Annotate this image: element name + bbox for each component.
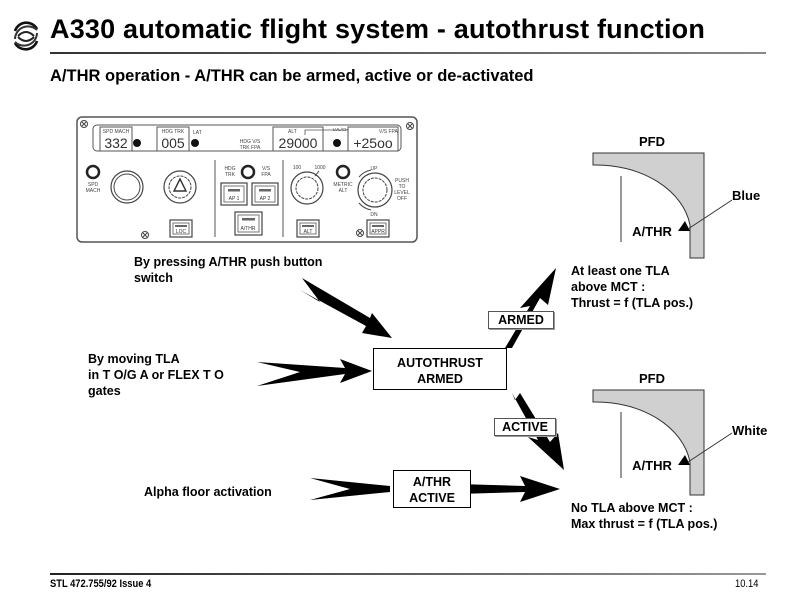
level-label: LEVEL bbox=[394, 190, 410, 196]
arrow-armed-branch bbox=[505, 268, 556, 348]
vs-dn-label: DN bbox=[370, 212, 378, 218]
vs-selector-knob[interactable] bbox=[357, 169, 393, 211]
push-label: PUSH bbox=[395, 178, 409, 184]
mach-label: MACH bbox=[86, 188, 101, 194]
alt-scale-1000: 1000 bbox=[314, 165, 325, 171]
active-result-text: No TLA above MCT : Max thrust = f (TLA p… bbox=[571, 501, 718, 531]
lvl-ch-label: LVL/CH bbox=[333, 127, 348, 132]
spd-mach-label: SPD MACH bbox=[103, 129, 130, 135]
speed-selector-knob[interactable] bbox=[110, 170, 144, 204]
arrow-athr-active-out bbox=[458, 476, 560, 502]
spd-label: SPD bbox=[88, 182, 99, 188]
hdg-trk-value: 005 bbox=[161, 135, 185, 151]
pfd-active-title: PFD bbox=[639, 371, 665, 386]
athr-pushbutton[interactable] bbox=[234, 211, 263, 236]
off-label: OFF bbox=[397, 196, 407, 202]
vs-fpa-value: +25oo bbox=[353, 135, 393, 151]
document-reference: STL 472.755/92 Issue 4 bbox=[50, 578, 152, 590]
alt-value: 29000 bbox=[279, 135, 318, 151]
athr-label: A/THR bbox=[241, 226, 256, 232]
input-pushbutton-text: By pressing A/THR push button switch bbox=[134, 255, 323, 285]
page-title: A330 automatic flight system - autothrus… bbox=[50, 14, 706, 44]
alt-scale-100: 100 bbox=[293, 165, 302, 171]
spd-managed-dot bbox=[133, 139, 141, 147]
hdg-trk-label: HDG TRK bbox=[162, 129, 185, 135]
appr-label: APPR bbox=[371, 229, 385, 235]
input-alpha-floor-text: Alpha floor activation bbox=[144, 485, 272, 499]
loc-label: LOC bbox=[176, 229, 187, 235]
trk-fpa-label: TRK FPA bbox=[240, 145, 261, 151]
vs-label: V/S bbox=[262, 166, 271, 172]
spd-mach-pushbutton[interactable] bbox=[85, 164, 101, 180]
pfd-active-indicator: A/THR bbox=[632, 458, 672, 473]
fpa-label: FPA bbox=[261, 172, 271, 178]
vs-fpa-label: V/S FPA bbox=[379, 129, 398, 135]
screw-icon bbox=[356, 229, 364, 237]
alt-managed-dot bbox=[333, 139, 341, 147]
alt-pushbutton[interactable] bbox=[296, 219, 320, 238]
altitude-selector-knob[interactable] bbox=[290, 170, 324, 205]
pfd-armed-color-label: Blue bbox=[732, 188, 760, 203]
heading-selector-knob[interactable] bbox=[163, 170, 197, 204]
armed-tag: ARMED bbox=[488, 311, 554, 329]
alt-label: ALT bbox=[288, 129, 297, 135]
hdg-vs-label: HDG V/S bbox=[240, 139, 261, 145]
pfd-active-color-label: White bbox=[732, 423, 767, 438]
logo-icon bbox=[11, 21, 41, 51]
arrow-pushbutton bbox=[300, 278, 392, 338]
athr-active-box: A/THR ACTIVE bbox=[393, 470, 471, 508]
spd-mach-value: 332 bbox=[104, 135, 128, 151]
input-tla-text: By moving TLA in T O/G A or FLEX T O gat… bbox=[88, 352, 224, 398]
footer-divider bbox=[50, 573, 766, 575]
pfd-armed-title: PFD bbox=[639, 134, 665, 149]
pfd-armed-diagram: PFD A/THR Blue bbox=[592, 134, 760, 259]
ap2-pushbutton[interactable] bbox=[251, 182, 279, 206]
page-number: 10.14 bbox=[735, 578, 759, 590]
pfd-armed-indicator: A/THR bbox=[632, 224, 672, 239]
ap2-label: AP 2 bbox=[260, 196, 271, 202]
vs-up-label: UP bbox=[371, 166, 379, 172]
alt-button-label: ALT bbox=[304, 229, 313, 235]
page-subtitle: A/THR operation - A/THR can be armed, ac… bbox=[50, 67, 534, 85]
screw-icon bbox=[406, 122, 414, 130]
ap1-pushbutton[interactable] bbox=[220, 182, 248, 206]
title-divider bbox=[50, 52, 766, 54]
fcu-panel: SPD MACH 332 HDG TRK 005 LAT HDG V/S TRK… bbox=[76, 116, 418, 243]
pfd-active-diagram: PFD A/THR White bbox=[592, 371, 767, 496]
lat-label: LAT bbox=[193, 130, 202, 136]
metric-alt-pushbutton[interactable] bbox=[335, 164, 351, 180]
autothrust-armed-box: AUTOTHRUST ARMED bbox=[373, 348, 507, 390]
arrow-tla bbox=[257, 359, 372, 386]
metric-alt-label: ALT bbox=[339, 188, 348, 194]
ap1-label: AP 1 bbox=[229, 196, 240, 202]
appr-pushbutton[interactable] bbox=[366, 219, 390, 238]
indicator-pointer-icon bbox=[678, 455, 690, 465]
metric-label: METRIC bbox=[333, 182, 353, 188]
arrow-alpha-floor bbox=[310, 478, 390, 500]
hdg-label: HDG bbox=[224, 166, 235, 172]
screw-icon bbox=[80, 120, 88, 128]
to-label: TO bbox=[399, 184, 406, 190]
trk-label: TRK bbox=[225, 172, 236, 178]
hdg-trk-vs-fpa-pushbutton[interactable] bbox=[240, 164, 256, 180]
loc-pushbutton[interactable] bbox=[169, 219, 193, 238]
armed-result-text: At least one TLA above MCT : Thrust = f … bbox=[571, 264, 694, 310]
indicator-pointer-icon bbox=[678, 221, 690, 231]
screw-icon bbox=[141, 231, 149, 239]
active-tag: ACTIVE bbox=[494, 418, 556, 436]
lat-managed-dot bbox=[191, 139, 199, 147]
